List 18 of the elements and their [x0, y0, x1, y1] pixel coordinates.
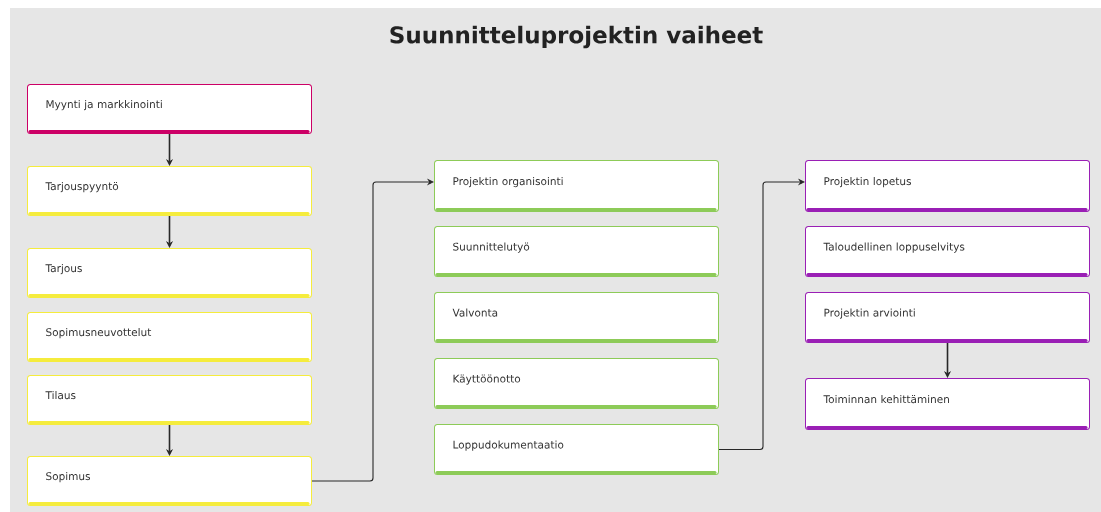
process-box: Sopimus: [27, 456, 312, 506]
process-box: Sopimusneuvottelut: [27, 312, 312, 362]
process-box: Projektin arviointi: [805, 292, 1090, 343]
process-box: Loppudokumentaatio: [434, 424, 719, 475]
process-box: Käyttöönotto: [434, 358, 719, 409]
process-box: Tarjous: [27, 248, 312, 298]
process-box: Projektin lopetus: [805, 160, 1090, 212]
process-box: Tarjouspyyntö: [27, 166, 312, 216]
process-box: Projektin organisointi: [434, 160, 719, 212]
process-box: Toiminnan kehittäminen: [805, 378, 1090, 430]
process-box: Suunnittelutyö: [434, 226, 719, 277]
process-box: Tilaus: [27, 375, 312, 425]
arrow: [311, 178, 434, 482]
arrow: [718, 178, 805, 451]
process-box: Myynti ja markkinointi: [27, 84, 312, 134]
title: Suunnitteluprojektin vaiheet: [390, 25, 763, 49]
process-box: Valvonta: [434, 292, 719, 343]
process-box: Taloudellinen loppuselvitys: [805, 226, 1090, 277]
